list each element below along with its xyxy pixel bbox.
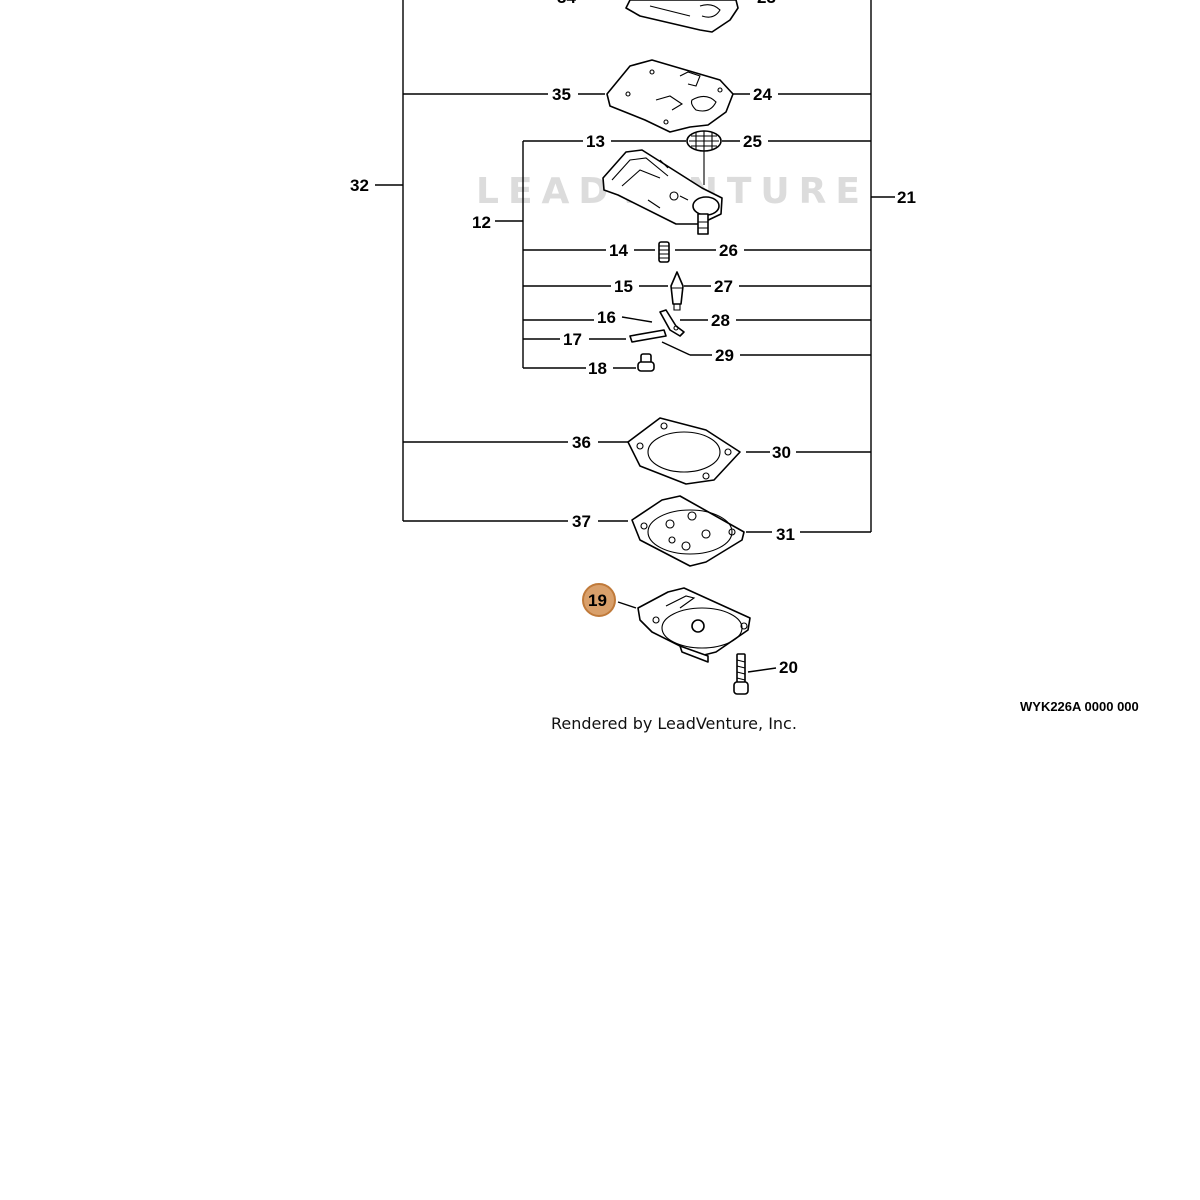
callout-19-highlight[interactable]: 19	[582, 583, 616, 617]
screw-18	[637, 353, 655, 372]
callout-25[interactable]: 25	[743, 132, 762, 151]
callout-29[interactable]: 29	[715, 346, 734, 365]
long-screw-20	[733, 653, 749, 695]
gasket-plate-35-24	[606, 59, 734, 133]
pump-body-19	[637, 587, 751, 663]
callout-34[interactable]: 34	[557, 0, 576, 7]
diagram-reference-code: WYK226A 0000 000	[1020, 699, 1139, 714]
callout-14[interactable]: 14	[609, 241, 628, 260]
highlight-circle	[582, 583, 616, 617]
callout-30[interactable]: 30	[772, 443, 791, 462]
diaphragm-37-31	[631, 495, 745, 567]
callout-12[interactable]: 12	[472, 213, 491, 232]
callout-13[interactable]: 13	[586, 132, 605, 151]
filter-screen-25	[686, 130, 722, 185]
callout-15[interactable]: 15	[614, 277, 633, 296]
top-diaphragm-part	[625, 0, 739, 33]
callout-37[interactable]: 37	[572, 512, 591, 531]
callout-26[interactable]: 26	[719, 241, 738, 260]
bracket-lines	[375, 0, 895, 673]
callout-23[interactable]: 23	[757, 0, 776, 7]
callout-18[interactable]: 18	[588, 359, 607, 378]
spring-14-26	[658, 241, 670, 263]
callout-19[interactable]: 19	[588, 591, 607, 610]
gasket-36-30	[627, 417, 741, 485]
callout-labels: 34 23 35 24 13 25 32 12 21 14 26 15 27 1…	[350, 0, 916, 677]
callout-31[interactable]: 31	[776, 525, 795, 544]
callout-28[interactable]: 28	[711, 311, 730, 330]
callout-17[interactable]: 17	[563, 330, 582, 349]
callout-20[interactable]: 20	[779, 658, 798, 677]
callout-32[interactable]: 32	[350, 176, 369, 195]
lever-pin-17	[629, 329, 667, 343]
needle-valve-15-27	[670, 271, 684, 311]
callout-36[interactable]: 36	[572, 433, 591, 452]
callout-24[interactable]: 24	[753, 85, 772, 104]
callout-21[interactable]: 21	[897, 188, 916, 207]
render-credit: Rendered by LeadVenture, Inc.	[551, 714, 797, 733]
control-lever-16-28	[659, 309, 685, 337]
callout-35[interactable]: 35	[552, 85, 571, 104]
carburetor-body-12	[602, 149, 723, 235]
callout-27[interactable]: 27	[714, 277, 733, 296]
callout-16[interactable]: 16	[597, 308, 616, 327]
